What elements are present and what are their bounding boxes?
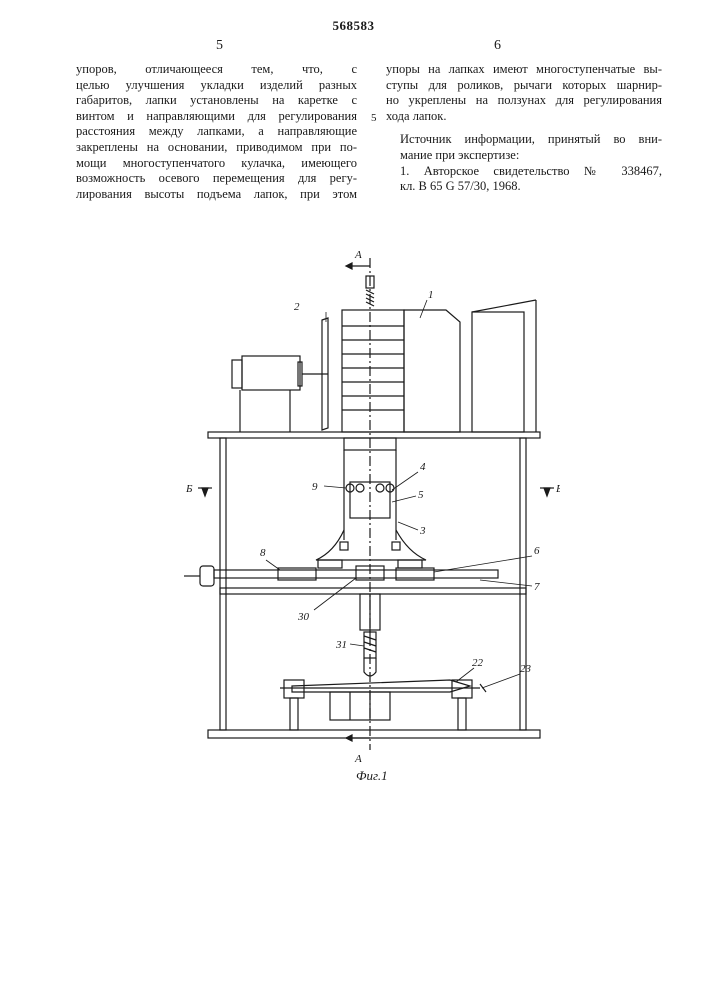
callout-4: 4 — [420, 461, 426, 473]
bearing-stand-left — [290, 698, 298, 730]
bearing-left — [284, 680, 304, 698]
cam-steps — [330, 692, 390, 720]
callout-8: 8 — [260, 547, 266, 559]
spring-coil — [364, 648, 376, 652]
pivot — [376, 484, 384, 492]
line-number-marker: 5 — [371, 112, 377, 124]
text-line: но укреплены на ползунах для регулирован… — [386, 93, 662, 109]
callout-22: 22 — [472, 657, 484, 669]
callout-6: 6 — [534, 545, 540, 557]
middle-plate — [220, 588, 526, 594]
text-line: хода лапок. — [386, 109, 662, 125]
callout-2: 2 — [294, 301, 300, 313]
machine-drawing-svg: А А Б Б 1 2 3 4 5 6 7 8 9 22 23 30 31 — [180, 240, 560, 800]
text-line: лирования высоты подъема лапок, при этом — [76, 187, 357, 203]
bearing-stand-right — [458, 698, 466, 730]
text-line: упоры на лапках имеют многоступенчатые в… — [386, 62, 662, 78]
adjust-knob — [200, 566, 214, 586]
right-cabinet — [472, 312, 524, 432]
top-table-plate — [208, 432, 540, 438]
text-line: целью улучшения укладки изделий разных — [76, 78, 357, 94]
left-text-column: упоров, отличающееся тем, что, с целью у… — [76, 62, 357, 202]
leader-8 — [266, 560, 280, 570]
carriage-flare — [316, 530, 426, 560]
patent-number: 568583 — [0, 18, 707, 34]
callout-31: 31 — [335, 639, 347, 651]
text-line: расстояния между лапками, а направляющие — [76, 124, 357, 140]
left-column-number: 5 — [216, 38, 223, 54]
frame-right-upright — [520, 438, 526, 730]
motor-flange — [232, 360, 242, 388]
arrow-head — [544, 488, 550, 496]
callout-9: 9 — [312, 481, 318, 493]
arrow-head — [202, 488, 208, 496]
text-line: 1. Авторское свидетельство № 338467, — [386, 164, 662, 180]
leader-23 — [482, 674, 520, 688]
housing-1 — [404, 310, 460, 432]
text-line: возможность осевого перемещения для регу… — [76, 171, 357, 187]
text-line: ступы для роликов, рычаги которых шарнир… — [386, 78, 662, 94]
callout-7: 7 — [534, 581, 540, 593]
cam-disc — [292, 680, 470, 692]
callout-3: 3 — [419, 525, 426, 537]
text-line: мощи многоступенчатого кулачка, имеющего — [76, 156, 357, 172]
callout-1: 1 — [428, 289, 434, 301]
figure-caption: Фиг.1 — [356, 768, 388, 784]
reference-entry: 1. Авторское свидетельство № 338467, кл.… — [386, 164, 662, 195]
text-line: Источник информации, принятый во вни- — [386, 132, 662, 148]
pivot — [356, 484, 364, 492]
technical-drawing: А А Б Б 1 2 3 4 5 6 7 8 9 22 23 30 31 — [180, 240, 560, 800]
text-line: закреплены на основании, приводимом при … — [76, 140, 357, 156]
callout-30: 30 — [297, 611, 310, 623]
label-b-right: Б — [555, 483, 560, 495]
sources-heading: Источник информации, принятый во вни- ма… — [386, 132, 662, 163]
callout-5: 5 — [418, 489, 424, 501]
cabinet-top — [472, 300, 536, 312]
leader-7 — [480, 580, 532, 586]
text-line: винтом и направляющими для регулирования — [76, 109, 357, 125]
leader-1 — [420, 300, 427, 318]
leader-9 — [324, 486, 346, 488]
motor-body — [242, 356, 300, 390]
guide-block — [398, 560, 422, 568]
text-line: габаритов, лапки установлены на каретке … — [76, 93, 357, 109]
arrow-head — [346, 263, 352, 269]
leader-3 — [398, 522, 418, 530]
right-column-number: 6 — [494, 38, 501, 54]
callout-23: 23 — [520, 663, 532, 675]
label-a-bottom: А — [354, 753, 362, 765]
frame-left-upright — [220, 438, 226, 730]
text-line: кл. В 65 G 57/30, 1968. — [386, 179, 662, 195]
claim-paragraph: упоров, отличающееся тем, что, с целью у… — [76, 62, 357, 202]
stack-magazine — [342, 310, 404, 432]
text-line: упоров, отличающееся тем, что, с — [76, 62, 357, 78]
text-line: мание при экспертизе: — [386, 148, 662, 164]
label-a-top: А — [354, 249, 362, 261]
leader-31 — [350, 644, 364, 646]
bolt — [392, 542, 400, 550]
guide-block — [318, 560, 342, 568]
bolt — [340, 542, 348, 550]
right-text-column: упоры на лапках имеют многоступенчатые в… — [386, 62, 662, 195]
base-plate — [208, 730, 540, 738]
claim-paragraph-continued: упоры на лапках имеют многоступенчатые в… — [386, 62, 662, 124]
label-b-left: Б — [185, 483, 193, 495]
